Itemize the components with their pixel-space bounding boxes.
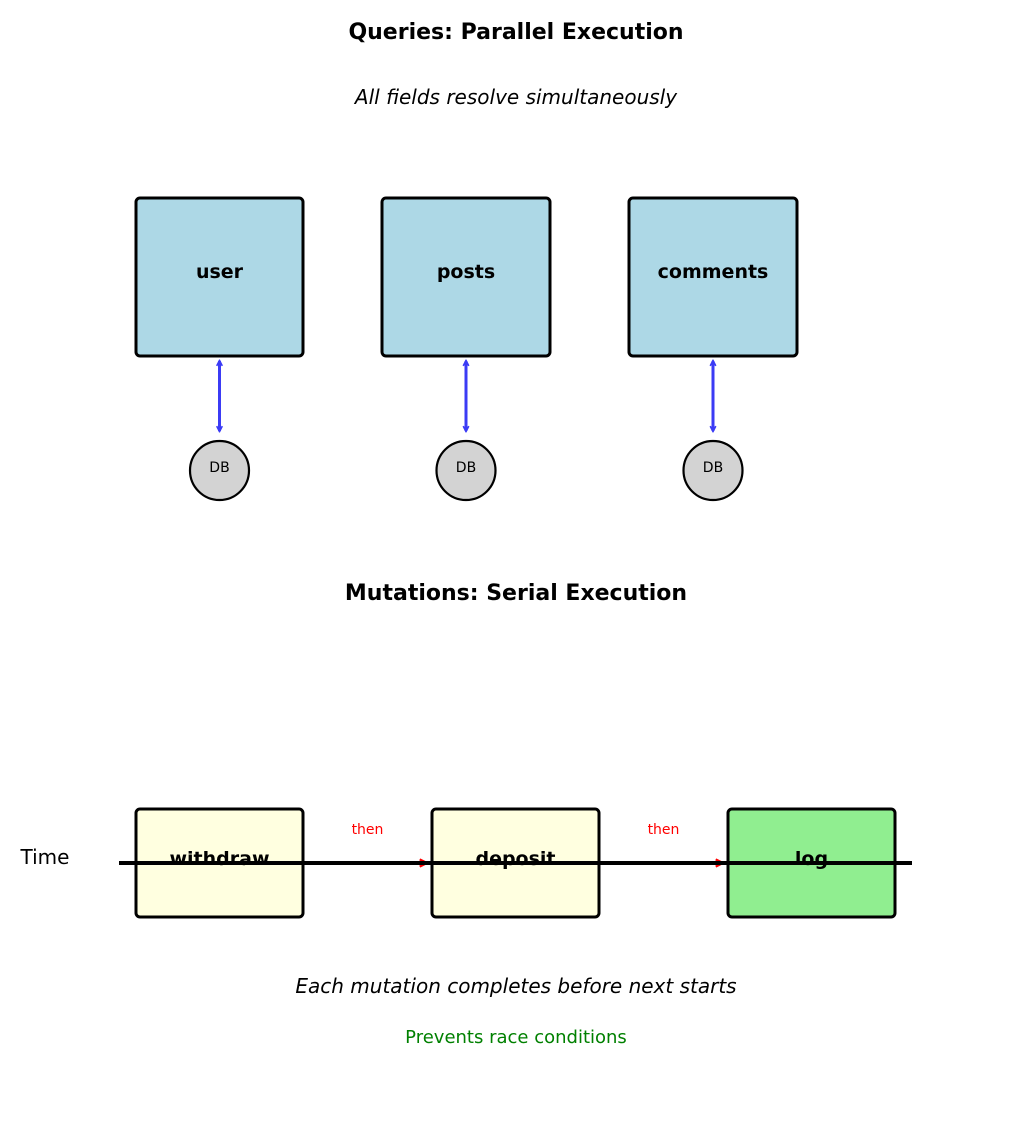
query-box [380,196,552,358]
query-field-user: user DB [134,196,305,502]
mutations-title: Mutations: Serial Execution [345,581,687,606]
mutation-step-label: withdraw [169,848,269,870]
query-field-posts: posts DB [380,196,552,502]
queries-title: Queries: Parallel Execution [348,20,683,45]
query-box [134,196,305,358]
query-field-comments: comments DB [627,196,799,502]
query-box-label: comments [658,261,769,283]
time-axis-label: Time [20,845,70,869]
db-label: DB [456,460,476,476]
query-box-label: posts [437,261,495,283]
mutation-step-label: deposit [475,848,555,870]
db-label: DB [209,460,229,476]
race-conditions-note: Prevents race conditions [405,1027,627,1048]
db-circle [188,439,251,502]
then-label: then [648,822,680,838]
then-label: then [352,822,384,838]
queries-subtitle: All fields resolve simultaneously [353,85,678,109]
query-box-label: user [196,261,244,283]
db-label: DB [703,460,723,476]
mutations-caption: Each mutation completes before next star… [295,974,736,998]
db-circle [435,439,497,502]
db-circle [682,439,744,502]
mutation-step-label: log [795,848,828,870]
query-box [627,196,799,358]
